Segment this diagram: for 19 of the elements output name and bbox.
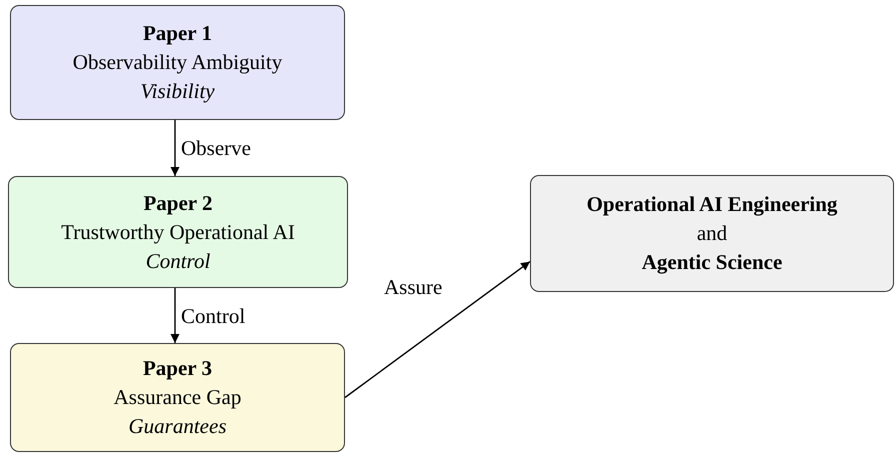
box-title: Paper 3 <box>142 355 212 382</box>
process-box <box>8 176 348 288</box>
box-text: Guarantees <box>128 413 226 440</box>
box-text: and <box>696 220 728 247</box>
box-text: Agentic Science <box>642 249 782 276</box>
box-text: Trustworthy Operational AI <box>61 218 295 246</box>
arrow <box>170 120 180 176</box>
box-text: Observability Ambiguity <box>72 49 282 76</box>
outcome-box <box>530 175 894 292</box>
box-text: Control <box>146 248 210 274</box>
box-text: Assurance Gap <box>114 384 242 411</box>
box-title: Operational AI Engineering <box>586 191 838 218</box>
box-text: Visibility <box>140 78 215 105</box>
process-box <box>10 343 345 452</box>
box-title: Paper 1 <box>142 20 212 47</box>
box-title: Paper 2 <box>143 190 213 216</box>
process-box <box>10 5 345 120</box>
arrow <box>170 288 180 343</box>
arrow <box>344 261 530 398</box>
